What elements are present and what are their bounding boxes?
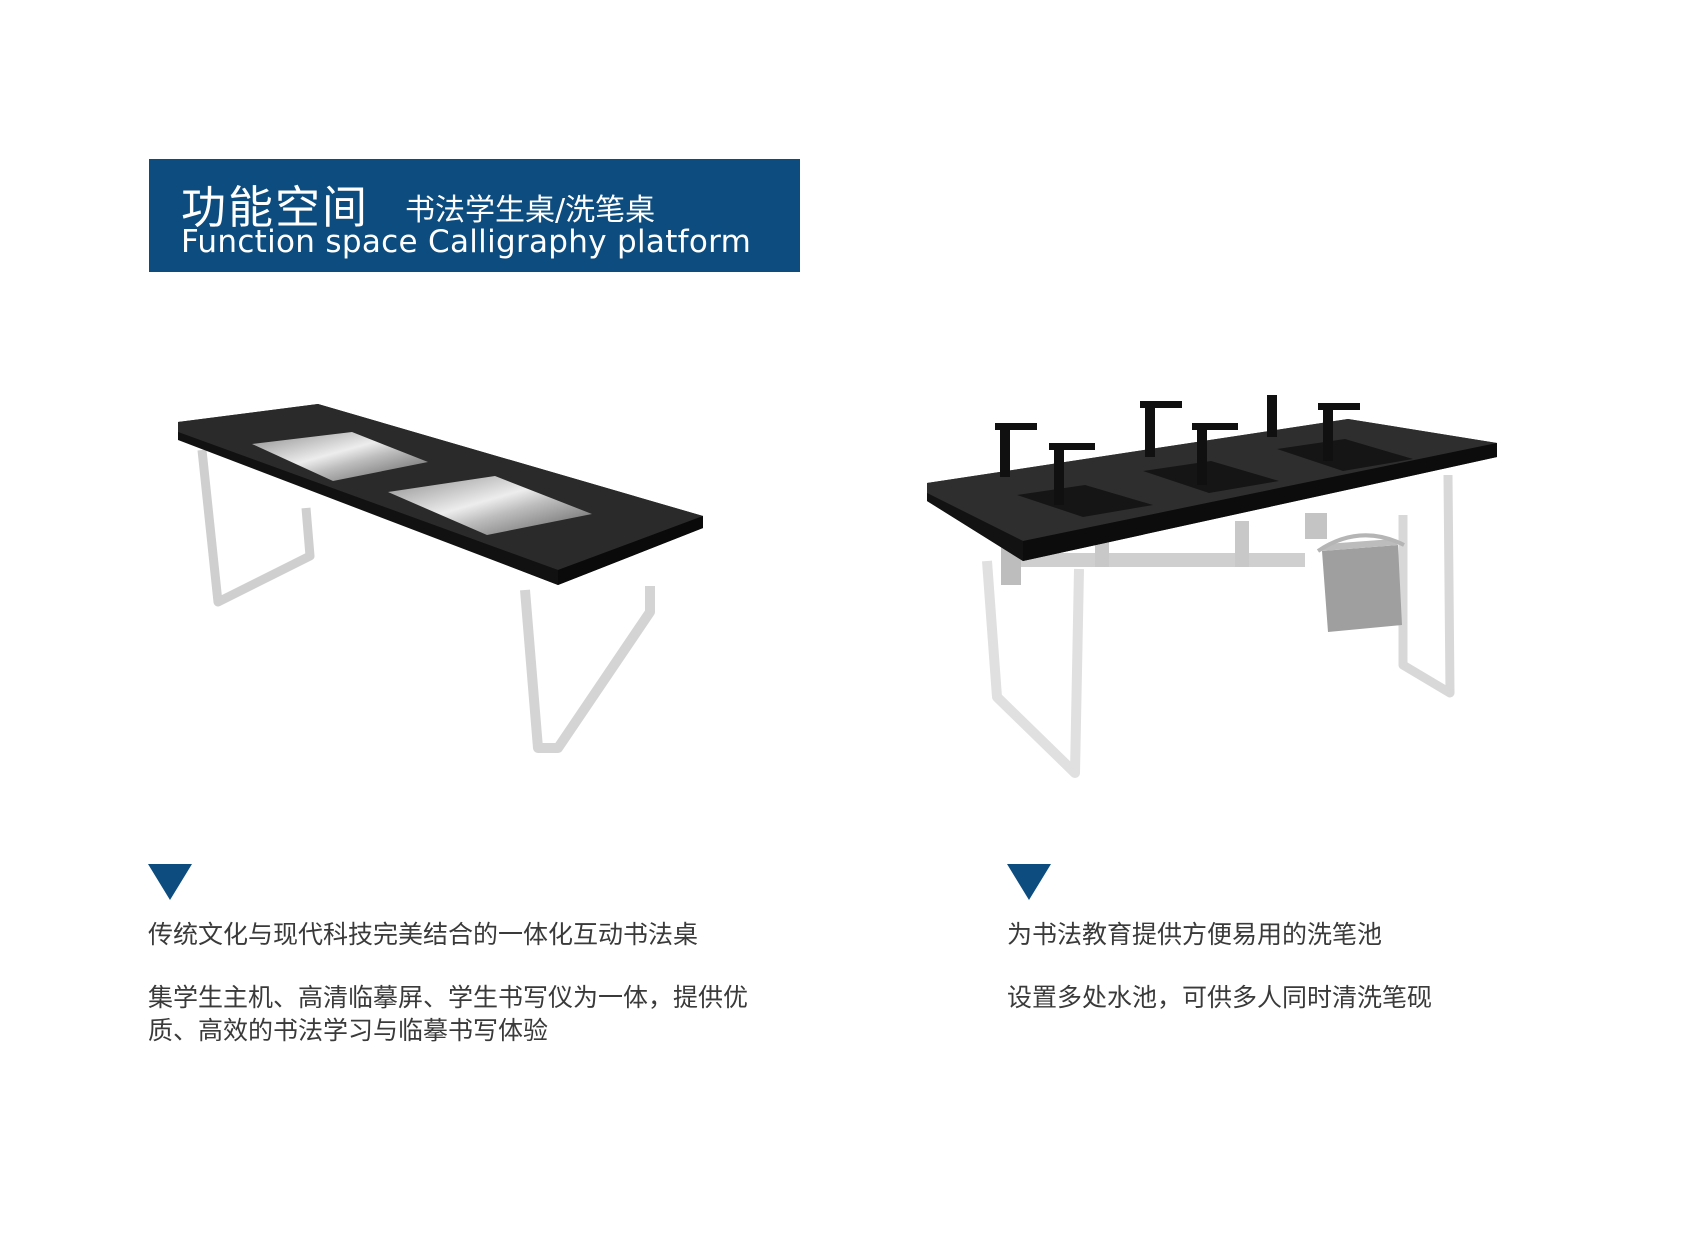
calligraphy-student-desk-image [178, 404, 703, 753]
header-banner: 功能空间 书法学生桌/洗笔桌 Function space Calligraph… [149, 159, 800, 272]
header-title-cn: 功能空间 [181, 181, 370, 234]
triangle-marker-icon [148, 864, 192, 900]
header-subtitle-cn: 书法学生桌/洗笔桌 [405, 193, 656, 228]
washing-table-title: 为书法教育提供方便易用的洗笔池 [1007, 920, 1383, 949]
header-title-en: Function space Calligraphy platform [181, 224, 752, 260]
washing-table-feature: 为书法教育提供方便易用的洗笔池 设置多处水池，可供多人同时清洗笔砚 [1007, 918, 1627, 1014]
brush-washing-table-image [927, 395, 1497, 778]
washing-table-description: 设置多处水池，可供多人同时清洗笔砚 [1007, 983, 1433, 1012]
student-desk-title: 传统文化与现代科技完美结合的一体化互动书法桌 [148, 920, 699, 949]
student-desk-feature: 传统文化与现代科技完美结合的一体化互动书法桌 集学生主机、高清临摹屏、学生书写仪… [148, 918, 788, 1047]
student-desk-description: 集学生主机、高清临摹屏、学生书写仪为一体，提供优质、高效的书法学习与临摹书写体验 [148, 983, 749, 1045]
triangle-marker-icon [1007, 864, 1051, 900]
